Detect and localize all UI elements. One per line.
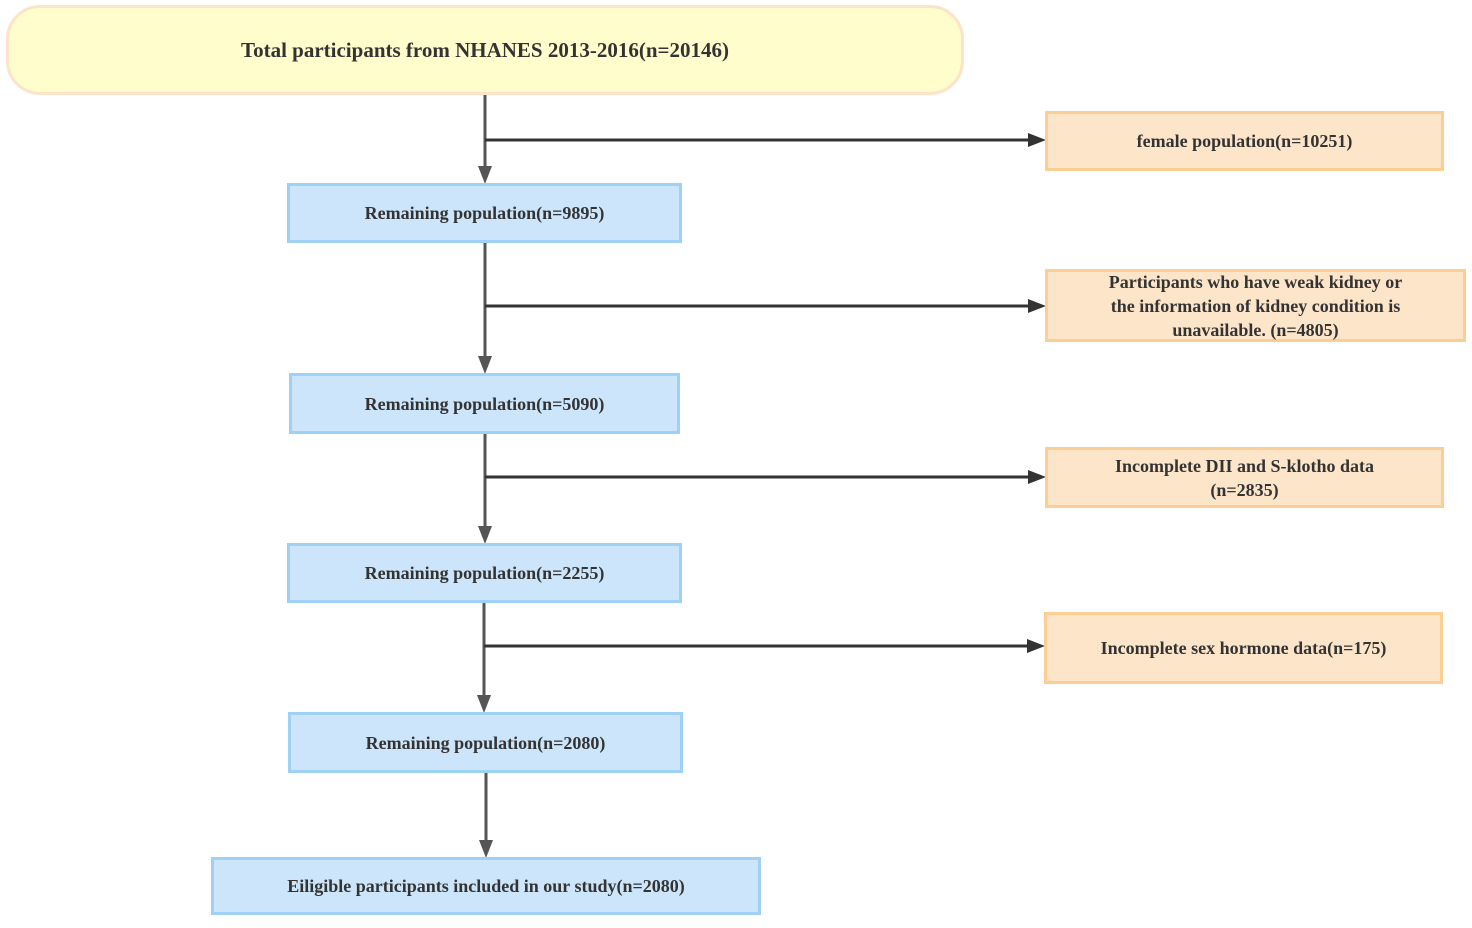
remaining-population-node-4: Remaining population(n=2080) (288, 712, 683, 773)
start-node-label: Total participants from NHANES 2013-2016… (241, 38, 729, 62)
exclusion-dii-line-2: (n=2835) (1210, 479, 1279, 500)
exclusion-kidney-line-1: Participants who have weak kidney or (1108, 271, 1403, 292)
final-eligible-node: Eiligible participants included in our s… (211, 857, 761, 915)
exclusion-branch-arrows (484, 133, 1046, 653)
arrowhead-remaining-2 (478, 356, 492, 374)
remaining-population-label: Remaining population(n=2080) (365, 732, 606, 753)
arrowhead-remaining-4 (477, 695, 491, 713)
branch-female-arrowhead (1028, 133, 1046, 147)
remaining-population-node-1: Remaining population(n=9895) (287, 183, 682, 243)
arrowhead-remaining-3 (478, 526, 492, 544)
start-node: Total participants from NHANES 2013-2016… (6, 5, 964, 95)
exclusion-dii-node: Incomplete DII and S-klotho data (n=2835… (1045, 447, 1444, 508)
main-flow-arrows (477, 95, 493, 858)
final-eligible-label: Eiligible participants included in our s… (287, 876, 685, 896)
exclusion-hormone-label: Incomplete sex hormone data(n=175) (1100, 638, 1387, 658)
exclusion-hormone-node: Incomplete sex hormone data(n=175) (1044, 612, 1443, 684)
branch-hormone-arrowhead (1027, 639, 1045, 653)
remaining-population-label: Remaining population(n=2255) (364, 563, 605, 583)
branch-dii-arrowhead (1028, 470, 1046, 484)
branch-kidney-arrowhead (1028, 299, 1046, 313)
remaining-population-node-2: Remaining population(n=5090) (289, 373, 680, 434)
arrowhead-remaining-1 (478, 166, 492, 184)
exclusion-kidney-line-2: the information of kidney condition is (1110, 295, 1401, 316)
remaining-population-label: Remaining population(n=5090) (364, 393, 605, 414)
remaining-population-node-3: Remaining population(n=2255) (287, 543, 682, 603)
exclusion-kidney-node: Participants who have weak kidney or the… (1045, 269, 1466, 342)
arrowhead-final (479, 840, 493, 858)
exclusion-dii-line-1: Incomplete DII and S-klotho data (1114, 455, 1375, 476)
remaining-population-label: Remaining population(n=9895) (364, 203, 605, 223)
exclusion-female-node: female population(n=10251) (1045, 111, 1444, 171)
exclusion-female-label: female population(n=10251) (1136, 131, 1353, 151)
exclusion-kidney-line-3: unavailable. (n=4805) (1172, 319, 1339, 340)
